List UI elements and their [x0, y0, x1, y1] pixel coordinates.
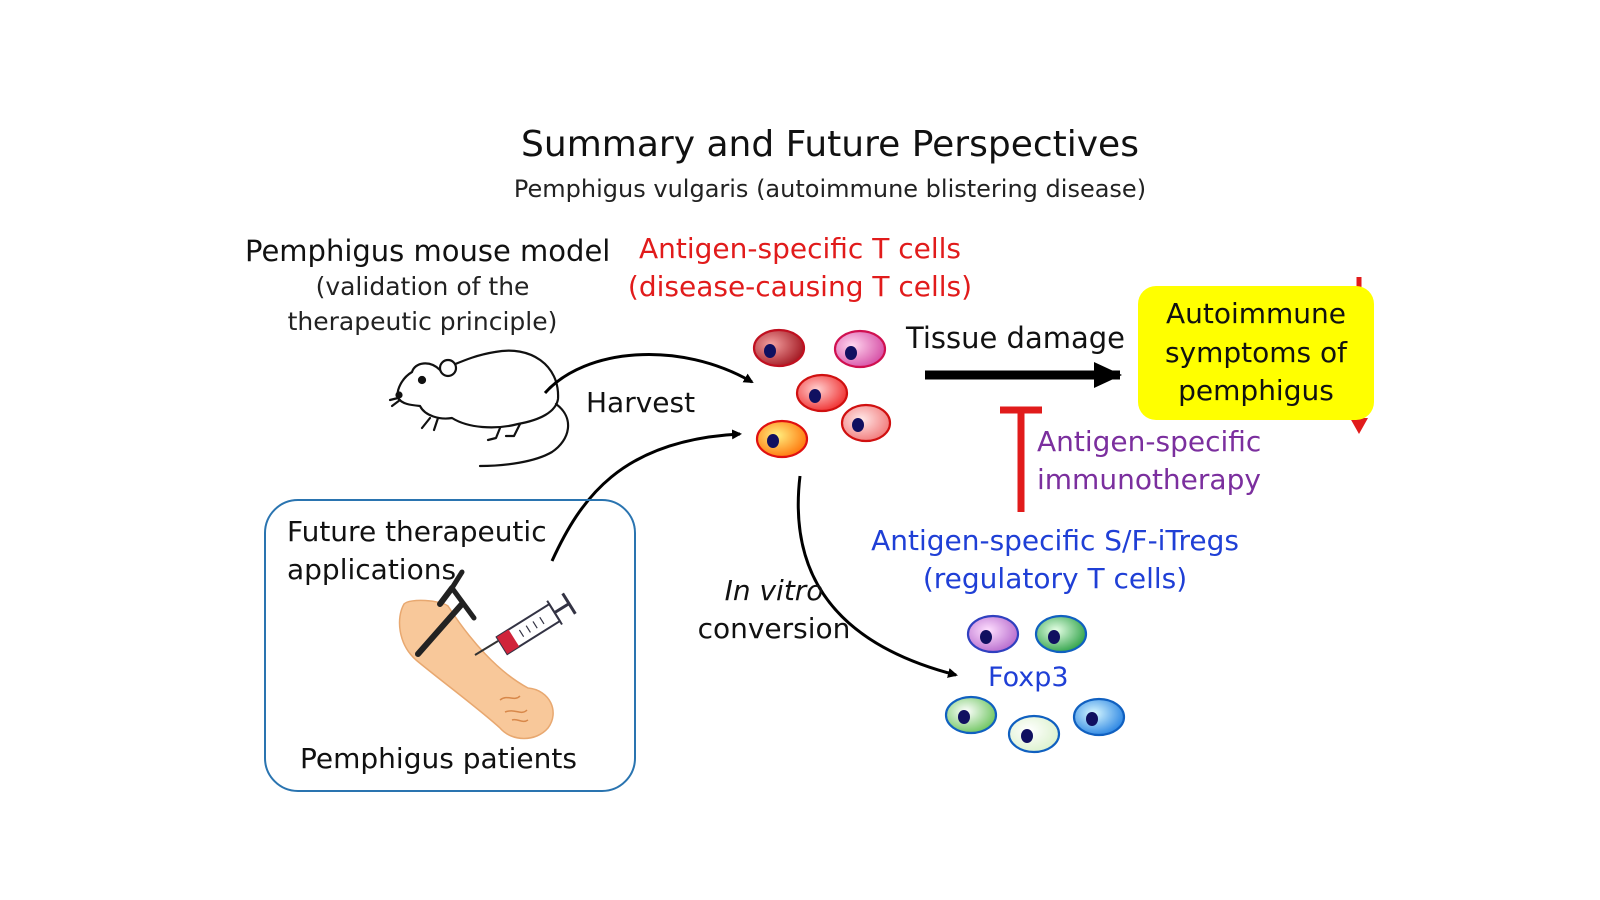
t-cell-icon	[966, 614, 1020, 654]
pathogenic-t-cells	[752, 328, 892, 459]
conversion-arrow	[796, 475, 958, 678]
future-line1: Future therapeutic	[287, 515, 547, 548]
autoimmune-line2: symptoms of	[1164, 335, 1348, 369]
page-subtitle: Pemphigus vulgaris (autoimmune blisterin…	[513, 175, 1147, 203]
regulatory-t-cells	[944, 614, 1126, 754]
pathogenic-cells-line2: (disease-causing T cells)	[627, 269, 973, 303]
t-cell-icon	[833, 329, 887, 369]
itregs-line2: (regulatory T cells)	[922, 561, 1188, 595]
pathogenic-cells-label: Antigen-specific T cells (disease-causin…	[620, 230, 980, 306]
autoimmune-line3: pemphigus	[1178, 374, 1334, 408]
harvest-arrow	[543, 352, 754, 394]
mouse-icon	[388, 349, 570, 468]
pemphigus-patients-label: Pemphigus patients	[300, 742, 577, 775]
immunotherapy-line2: immunotherapy	[1037, 462, 1261, 496]
t-cell-icon	[1072, 697, 1126, 737]
itregs-label: Antigen-specific S/F-iTregs (regulatory …	[855, 522, 1255, 598]
inhibition-icon	[1000, 406, 1042, 512]
harvest-label: Harvest	[586, 386, 696, 419]
mouse-model-subtitle: (validation of the therapeutic principle…	[287, 272, 558, 336]
mouse-model-title: Pemphigus mouse model	[245, 234, 611, 268]
t-cell-icon	[944, 695, 998, 735]
t-cell-icon	[752, 328, 806, 368]
patient-arrow	[550, 429, 742, 562]
in-vitro-line2: conversion	[697, 611, 851, 645]
t-cell-icon	[795, 373, 849, 413]
tissue-damage-label: Tissue damage	[906, 321, 1125, 355]
t-cell-icon	[840, 403, 892, 443]
t-cell-icon	[1007, 714, 1061, 754]
t-cell-icon	[755, 419, 809, 459]
pathogenic-cells-line1: Antigen-specific T cells	[639, 232, 961, 265]
in-vitro-label: In vitro conversion	[694, 572, 854, 648]
future-applications-box	[264, 499, 636, 792]
t-cell-icon	[1034, 614, 1088, 654]
foxp3-label: Foxp3	[988, 662, 1069, 693]
page-title: Summary and Future Perspectives	[521, 124, 1139, 165]
arm-syringe-icon	[398, 569, 577, 740]
itregs-line1: Antigen-specific S/F-iTregs	[871, 524, 1239, 557]
future-applications-label: Future therapeutic applications	[287, 513, 587, 589]
autoimmune-symptoms-box: Autoimmune symptoms of pemphigus	[1138, 286, 1374, 420]
in-vitro-italic: In vitro	[724, 574, 824, 607]
immunotherapy-label: Antigen-specific immunotherapy	[1037, 423, 1287, 499]
autoimmune-line1: Autoimmune	[1165, 297, 1347, 331]
immunotherapy-line1: Antigen-specific	[1037, 425, 1262, 458]
future-line2: applications	[287, 552, 457, 586]
